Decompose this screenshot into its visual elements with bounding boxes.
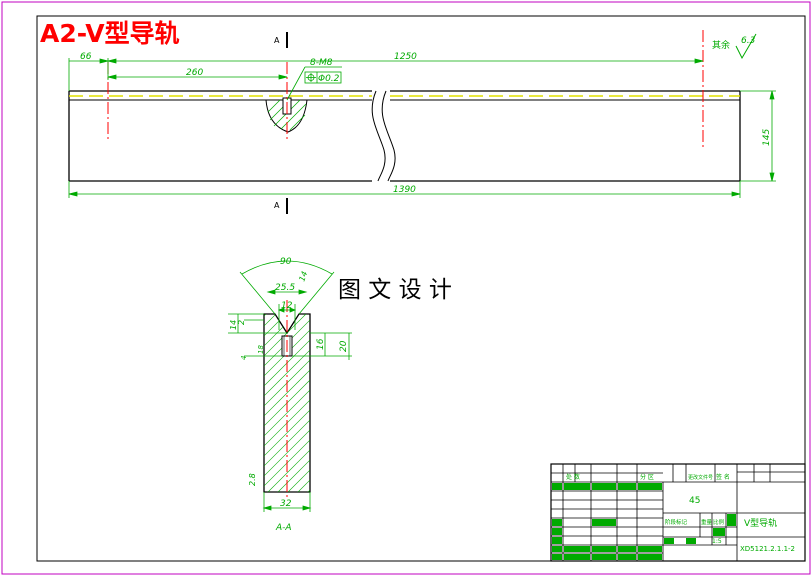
break-line-left bbox=[371, 90, 386, 182]
hole-spec-callout bbox=[286, 66, 342, 101]
section-label: A-A bbox=[275, 523, 292, 533]
dim-groove-width-text: 12 bbox=[281, 301, 293, 311]
surface-finish-value: 6.3 bbox=[741, 36, 756, 46]
section-outline bbox=[263, 313, 311, 493]
position-tol-text: Φ0.2 bbox=[318, 74, 340, 84]
tb-header-1: 处 数 bbox=[566, 473, 580, 481]
break-gap bbox=[372, 89, 390, 183]
title-block bbox=[550, 463, 806, 562]
dim-thread-len-text: 16 bbox=[316, 338, 326, 350]
break-line-right bbox=[381, 90, 396, 182]
hole-spec-text: 8-M8 bbox=[310, 58, 333, 68]
dim-side-mark-text: 14 bbox=[297, 270, 309, 283]
dim-right-depths bbox=[292, 332, 352, 360]
section-mark-bottom: A bbox=[274, 201, 280, 210]
dim-spacing-text: 1250 bbox=[394, 52, 417, 62]
tb-row-weight: 重量 bbox=[701, 518, 713, 526]
tb-header-3: 更改文件号 bbox=[688, 474, 713, 481]
dim-hole-depth-text: 20 bbox=[339, 340, 349, 352]
dim-width-text: 32 bbox=[280, 499, 292, 509]
dim-groove-width bbox=[277, 304, 297, 330]
dim-top-chain bbox=[68, 58, 704, 91]
tb-drawing-no: XD5121.2.1.1-2 bbox=[740, 545, 795, 553]
dim-depth-a-text: 14 bbox=[229, 320, 238, 330]
tb-row-stage: 阶段标记 bbox=[665, 518, 688, 526]
section-mark-top: A bbox=[274, 36, 280, 45]
watermark-text: 图 文 设 计 bbox=[338, 277, 452, 303]
drawing-title: A2-V型导轨 bbox=[40, 19, 180, 48]
surface-finish-prefix: 其余 bbox=[712, 39, 730, 51]
dim-top-width bbox=[266, 289, 308, 295]
dim-left-depths bbox=[228, 313, 287, 357]
dim-bottom-mark-text: 2.8 bbox=[248, 473, 257, 486]
tb-header-4: 签 名 bbox=[716, 473, 730, 481]
dim-chamfer-text: 4 bbox=[240, 356, 248, 360]
dim-total-length bbox=[68, 181, 741, 198]
tb-material: 45 bbox=[689, 496, 700, 506]
surface-finish-note: 其余 6.3 bbox=[712, 33, 757, 60]
dim-hole-pos-text: 260 bbox=[186, 68, 203, 78]
tb-header-2: 分 区 bbox=[640, 473, 654, 481]
inner-border bbox=[36, 15, 806, 562]
dim-drill-len-text: 18 bbox=[257, 345, 265, 354]
title-block-fills bbox=[552, 483, 736, 560]
dim-depth-b-text: 2 bbox=[237, 320, 246, 325]
dim-left-offset-text: 66 bbox=[80, 52, 92, 62]
tb-scale: 1:5 bbox=[712, 538, 722, 545]
dim-angle bbox=[239, 260, 335, 315]
front-view: A A 1390 66 1250 260 bbox=[68, 30, 776, 214]
dim-width bbox=[262, 492, 312, 512]
hole-local-section bbox=[265, 99, 308, 133]
tb-row-scale: 比例 bbox=[713, 518, 725, 526]
surface-finish-symbol bbox=[735, 33, 757, 60]
tb-part-name: V型导轨 bbox=[744, 517, 777, 529]
section-view: 90 14 25.5 12 14 2 18 4 bbox=[228, 257, 352, 533]
dim-height bbox=[740, 90, 776, 182]
dim-total-length-text: 1390 bbox=[393, 185, 416, 195]
dim-top-width-text: 25.5 bbox=[275, 283, 295, 293]
dim-angle-text: 90 bbox=[280, 257, 292, 267]
dim-height-text: 145 bbox=[762, 129, 772, 146]
